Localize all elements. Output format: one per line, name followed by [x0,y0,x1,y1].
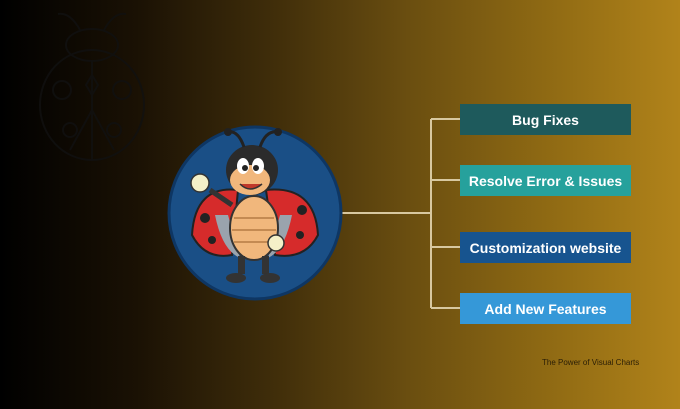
item-label: Bug Fixes [512,111,579,128]
item-label: Customization website [469,239,622,256]
item-label: Resolve Error & Issues [468,172,623,189]
connector-lines [340,118,460,309]
ladybug-outline-icon [39,12,145,161]
footer-right-text: The Power of Visual Charts [542,358,640,367]
item-bug-fixes: Bug Fixes [460,104,631,135]
item-add-features: Add New Features [460,293,631,324]
ladybug-mascot-icon [190,128,320,283]
item-customization: Customization website [460,232,631,263]
item-label: Add New Features [484,300,607,317]
item-resolve-errors: Resolve Error & Issues [460,165,631,196]
